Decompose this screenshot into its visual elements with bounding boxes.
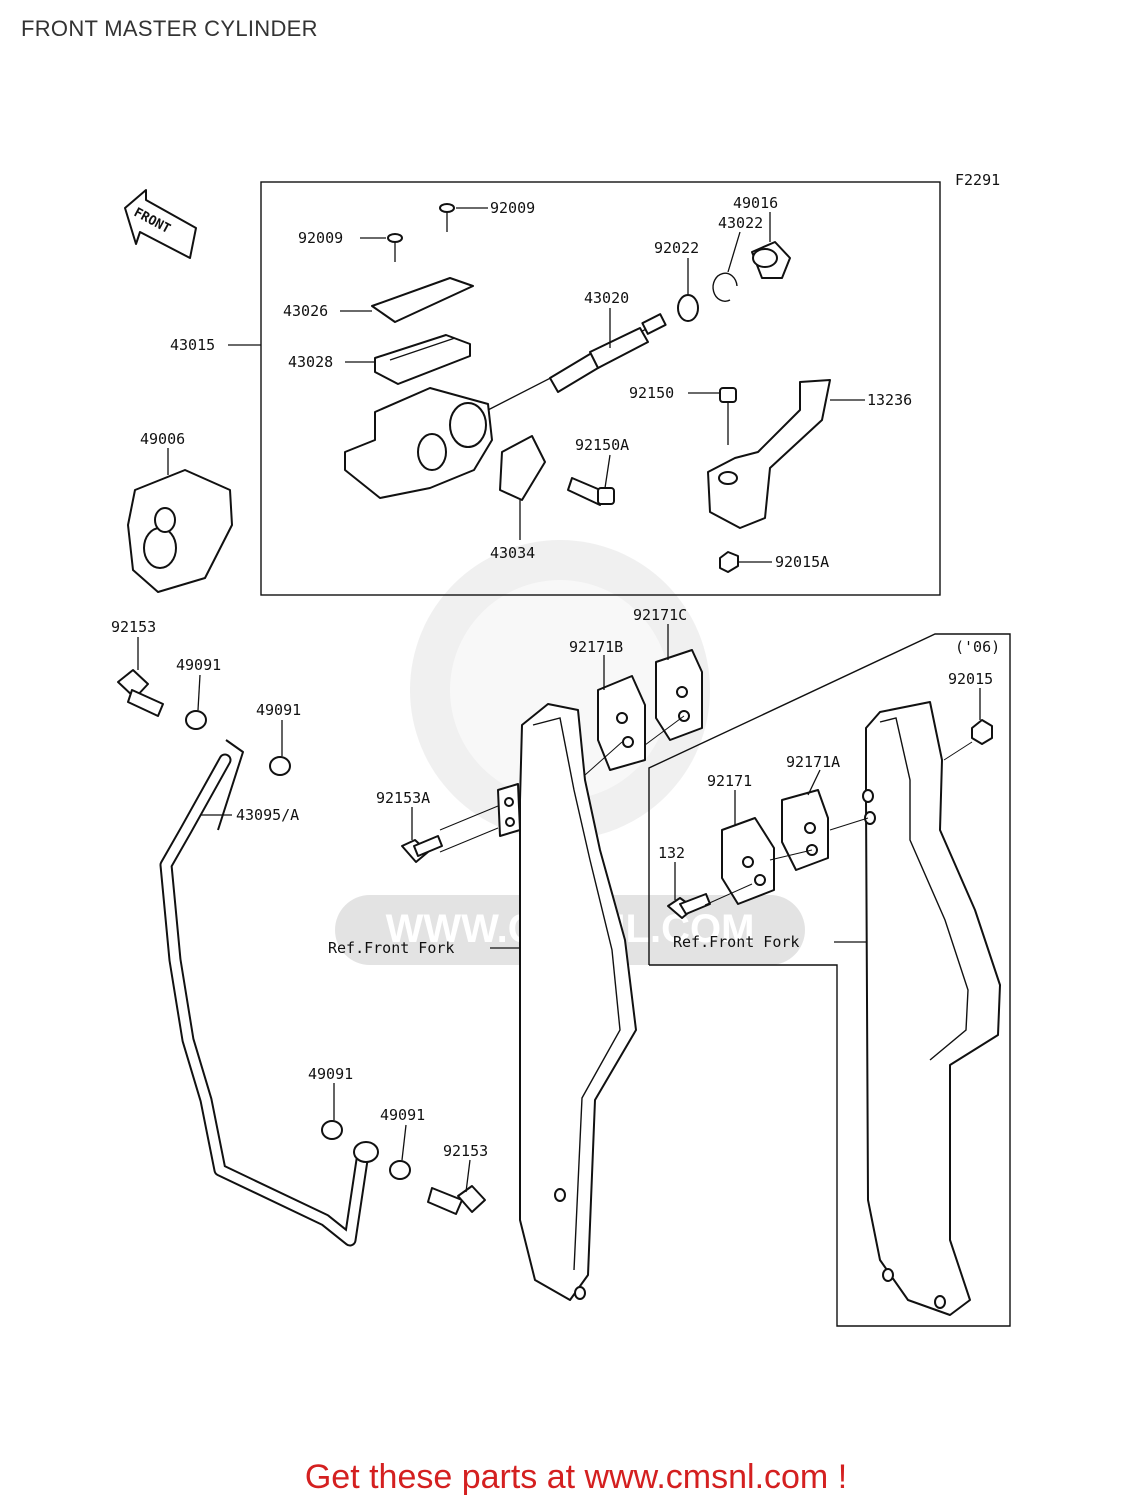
master-cylinder-frame (260, 181, 941, 596)
banjo-bolt-92153-top (117, 669, 164, 717)
label-92171c: 92171C (633, 606, 687, 624)
fork-guard-right (862, 701, 1001, 1316)
assembly-lines (439, 715, 973, 906)
front-arrow-icon: FRONT (124, 189, 197, 259)
label-43020: 43020 (584, 289, 629, 307)
label-43015: 43015 (170, 336, 215, 354)
fork-guard-left (519, 703, 637, 1301)
label-92009-right: 92009 (490, 199, 535, 217)
variant-frame (648, 633, 1011, 1327)
label-49006: 49006 (140, 430, 185, 448)
cap-43026 (371, 277, 474, 323)
label-92015a: 92015A (775, 553, 829, 571)
label-ref-front-fork-right: Ref.Front Fork (673, 933, 799, 951)
label-92150: 92150 (629, 384, 674, 402)
lever-13236 (707, 379, 831, 529)
label-92171: 92171 (707, 772, 752, 790)
brake-hose-43095 (159, 739, 379, 1247)
label-92009-left: 92009 (298, 229, 343, 247)
label-92022: 92022 (654, 239, 699, 257)
banjo-bolt-92153-bottom (427, 1185, 486, 1215)
washer-92022 (677, 294, 699, 322)
bolt-132 (667, 893, 711, 919)
cover-49006 (127, 469, 233, 593)
promo-link[interactable]: Get these parts at www.cmsnl.com ! (305, 1458, 847, 1496)
label-92153-top: 92153 (111, 618, 156, 636)
master-cylinder-body (344, 387, 493, 499)
label-49091-top-2: 49091 (256, 701, 301, 719)
label-ref-front-fork-left: Ref.Front Fork (328, 939, 454, 957)
label-92015: 92015 (948, 670, 993, 688)
label-92150a: 92150A (575, 436, 629, 454)
label-43022: 43022 (718, 214, 763, 232)
boot-49016 (751, 241, 791, 279)
label-92171b: 92171B (569, 638, 623, 656)
figure-code: F2291 (955, 171, 1000, 189)
label-43034: 43034 (490, 544, 535, 562)
bracket-92171 (721, 817, 775, 905)
plate-92153a-mount (401, 783, 521, 863)
label-49091-bottom-1: 49091 (308, 1065, 353, 1083)
bolt-92150a (567, 477, 615, 506)
bracket-92171b (597, 675, 646, 771)
nut-92015 (971, 719, 993, 745)
label-43026: 43026 (283, 302, 328, 320)
washer-49091-bottom-1 (321, 1120, 343, 1140)
piston-kit-43020 (487, 313, 667, 411)
label-49091-bottom-2: 49091 (380, 1106, 425, 1124)
leader-lines (137, 207, 981, 1193)
label-92171a: 92171A (786, 753, 840, 771)
label-92153-bottom: 92153 (443, 1142, 488, 1160)
label-43028: 43028 (288, 353, 333, 371)
variant-note: ('06) (955, 638, 1000, 656)
label-132: 132 (658, 844, 685, 862)
label-43095: 43095/A (236, 806, 299, 824)
nut-92015a (719, 551, 739, 573)
holder-43034 (499, 435, 546, 501)
part-labels: 92009 92009 43026 43015 43028 43020 9202… (111, 194, 1000, 1160)
washer-49091-top-1 (185, 710, 207, 730)
label-92153a: 92153A (376, 789, 430, 807)
washer-49091-bottom-2 (389, 1160, 411, 1180)
circlip-43022 (712, 272, 738, 302)
bracket-92171a (781, 789, 829, 871)
bolt-92150 (719, 387, 737, 445)
page-title: FRONT MASTER CYLINDER (21, 16, 318, 41)
diaphragm-43028 (374, 334, 471, 385)
screw-92009-right (439, 203, 455, 232)
label-13236: 13236 (867, 391, 912, 409)
label-49016: 49016 (733, 194, 778, 212)
bracket-92171c (655, 649, 703, 741)
screw-92009-left (387, 233, 403, 262)
washer-49091-top-2 (269, 756, 291, 776)
label-49091-top-1: 49091 (176, 656, 221, 674)
